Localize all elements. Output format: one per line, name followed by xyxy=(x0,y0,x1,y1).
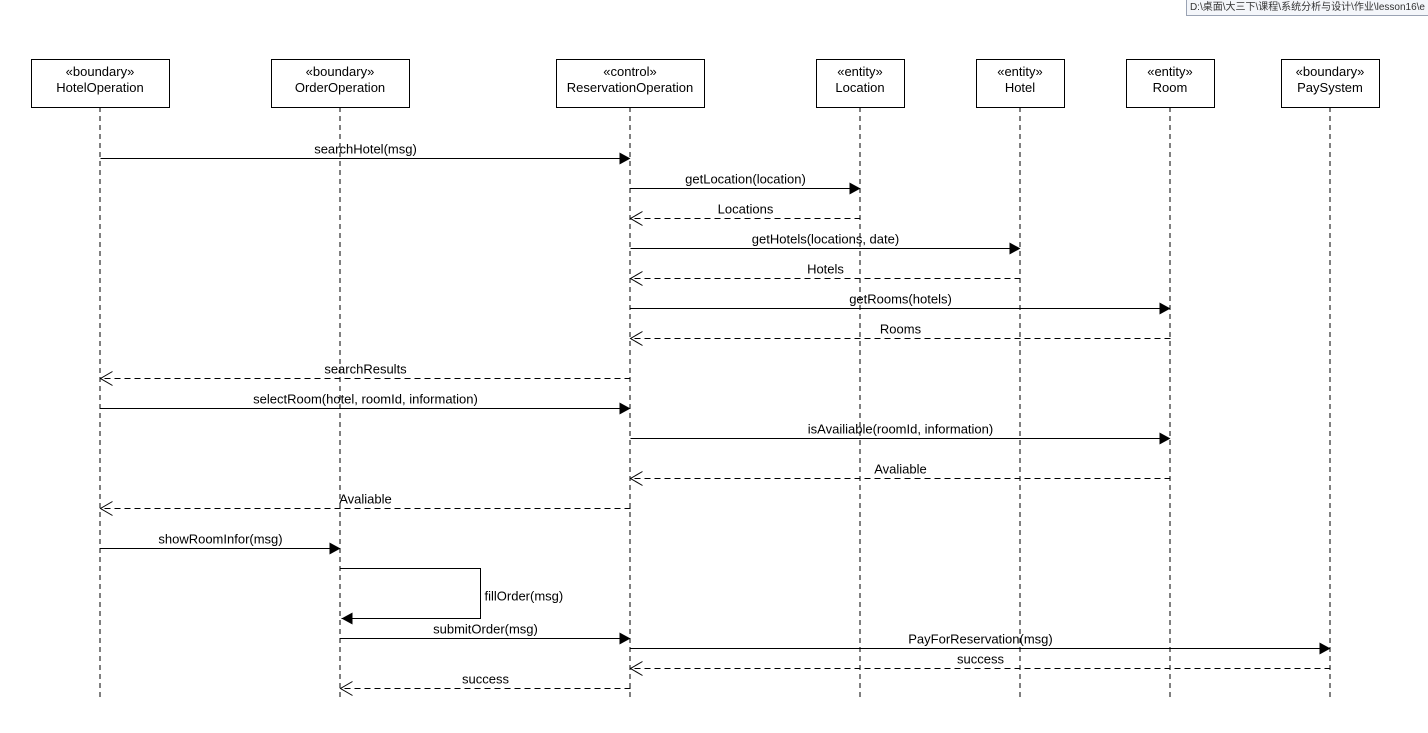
self-message-line xyxy=(340,568,481,619)
message-label: isAvailiable(roomId, information) xyxy=(808,422,993,437)
lifeline-location: «entity»Location xyxy=(816,59,905,698)
lifeline-room: «entity»Room xyxy=(1126,59,1215,698)
lifeline-name: Hotel xyxy=(1005,80,1035,95)
message-label: submitOrder(msg) xyxy=(433,622,538,637)
arrowhead-filled xyxy=(1159,302,1171,315)
message-label: Avaliable xyxy=(874,462,927,477)
message-3[interactable]: Locations xyxy=(629,202,861,226)
lifeline-stereotype: «entity» xyxy=(837,64,883,79)
message-16[interactable]: PayForReservation(msg) xyxy=(630,632,1331,655)
lifeline-name: Room xyxy=(1153,80,1188,95)
lifeline-name: OrderOperation xyxy=(295,80,385,95)
arrowhead-filled xyxy=(341,612,353,625)
lifeline-stereotype: «entity» xyxy=(1147,64,1193,79)
message-label: success xyxy=(957,652,1004,667)
arrowhead-filled xyxy=(329,542,341,555)
message-label: getHotels(locations, date) xyxy=(752,232,899,247)
arrowhead-filled xyxy=(1009,242,1021,255)
arrowhead-open xyxy=(629,271,643,286)
arrowhead-filled xyxy=(619,402,631,415)
lifeline-stereotype: «entity» xyxy=(997,64,1043,79)
lifeline-hotel: «entity»Hotel xyxy=(976,59,1065,698)
arrowhead-filled xyxy=(849,182,861,195)
message-label: searchHotel(msg) xyxy=(314,142,417,157)
message-label: PayForReservation(msg) xyxy=(908,632,1053,647)
arrowhead-filled xyxy=(619,152,631,165)
message-label: Avaliable xyxy=(339,492,392,507)
message-11[interactable]: Avaliable xyxy=(629,462,1171,486)
message-9[interactable]: selectRoom(hotel, roomId, information) xyxy=(100,392,631,415)
lifeline-box[interactable] xyxy=(271,59,410,108)
lifeline-resop: «control»ReservationOperation xyxy=(556,59,705,698)
message-label: Locations xyxy=(718,202,774,217)
message-label: Rooms xyxy=(880,322,922,337)
lifeline-name: Location xyxy=(835,80,884,95)
lifeline-name: PaySystem xyxy=(1297,80,1363,95)
arrowhead-open xyxy=(629,471,643,486)
message-label: getRooms(hotels) xyxy=(849,292,952,307)
message-label: searchResults xyxy=(324,362,407,377)
arrowhead-open xyxy=(99,501,113,516)
arrowhead-filled xyxy=(1159,432,1171,445)
arrowhead-open xyxy=(629,331,643,346)
lifeline-box[interactable] xyxy=(976,59,1065,108)
message-4[interactable]: getHotels(locations, date) xyxy=(630,232,1021,255)
lifelines: «boundary»HotelOperation«boundary»OrderO… xyxy=(31,59,1380,698)
lifeline-stereotype: «boundary» xyxy=(1296,64,1365,79)
message-18[interactable]: success xyxy=(339,672,631,696)
lifeline-hotelop: «boundary»HotelOperation xyxy=(31,59,170,698)
message-17[interactable]: success xyxy=(629,652,1331,676)
message-label: Hotels xyxy=(807,262,844,277)
lifeline-paysys: «boundary»PaySystem xyxy=(1281,59,1380,698)
message-label: showRoomInfor(msg) xyxy=(158,532,282,547)
message-label: selectRoom(hotel, roomId, information) xyxy=(253,392,478,407)
lifeline-box[interactable] xyxy=(816,59,905,108)
arrowhead-open xyxy=(99,371,113,386)
lifeline-box[interactable] xyxy=(556,59,705,108)
messages: searchHotel(msg) getLocation(location) Loc… xyxy=(99,142,1331,696)
arrowhead-filled xyxy=(1319,642,1331,655)
lifeline-name: ReservationOperation xyxy=(567,80,693,95)
message-15[interactable]: submitOrder(msg) xyxy=(340,622,631,645)
lifeline-name: HotelOperation xyxy=(56,80,143,95)
message-13[interactable]: showRoomInfor(msg) xyxy=(100,532,341,555)
message-6[interactable]: getRooms(hotels) xyxy=(630,292,1171,315)
message-1[interactable]: searchHotel(msg) xyxy=(100,142,631,165)
lifeline-stereotype: «boundary» xyxy=(306,64,375,79)
arrowhead-filled xyxy=(619,632,631,645)
arrowhead-open xyxy=(339,681,353,696)
lifeline-stereotype: «boundary» xyxy=(66,64,135,79)
file-path-label: D:\桌面\大三下\课程\系统分析与设计\作业\lesson16\e xyxy=(1185,0,1428,16)
arrowhead-open xyxy=(629,211,643,226)
message-8[interactable]: searchResults xyxy=(99,362,631,386)
message-2[interactable]: getLocation(location) xyxy=(630,172,861,195)
lifeline-stereotype: «control» xyxy=(603,64,656,79)
lifeline-orderop: «boundary»OrderOperation xyxy=(271,59,410,698)
message-label: getLocation(location) xyxy=(685,172,806,187)
message-10[interactable]: isAvailiable(roomId, information) xyxy=(630,422,1171,445)
lifeline-box[interactable] xyxy=(31,59,170,108)
message-12[interactable]: Avaliable xyxy=(99,492,631,516)
lifeline-box[interactable] xyxy=(1281,59,1380,108)
message-label: success xyxy=(462,672,509,687)
message-14[interactable]: fillOrder(msg) xyxy=(340,568,564,625)
lifeline-box[interactable] xyxy=(1126,59,1215,108)
message-7[interactable]: Rooms xyxy=(629,322,1171,346)
message-label: fillOrder(msg) xyxy=(485,589,564,604)
message-5[interactable]: Hotels xyxy=(629,262,1021,286)
arrowhead-open xyxy=(629,661,643,676)
